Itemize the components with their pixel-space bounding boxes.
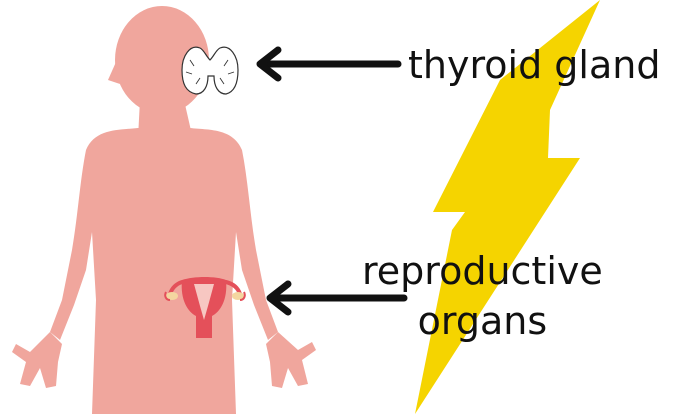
reproductive-label-line1: reproductive — [362, 246, 603, 296]
thyroid-gland-icon — [182, 47, 238, 94]
reproductive-label: reproductive organs — [362, 246, 603, 346]
thyroid-label: thyroid gland — [408, 46, 660, 84]
reproductive-label-line2: organs — [362, 296, 603, 346]
thyroid-arrow — [260, 50, 398, 78]
